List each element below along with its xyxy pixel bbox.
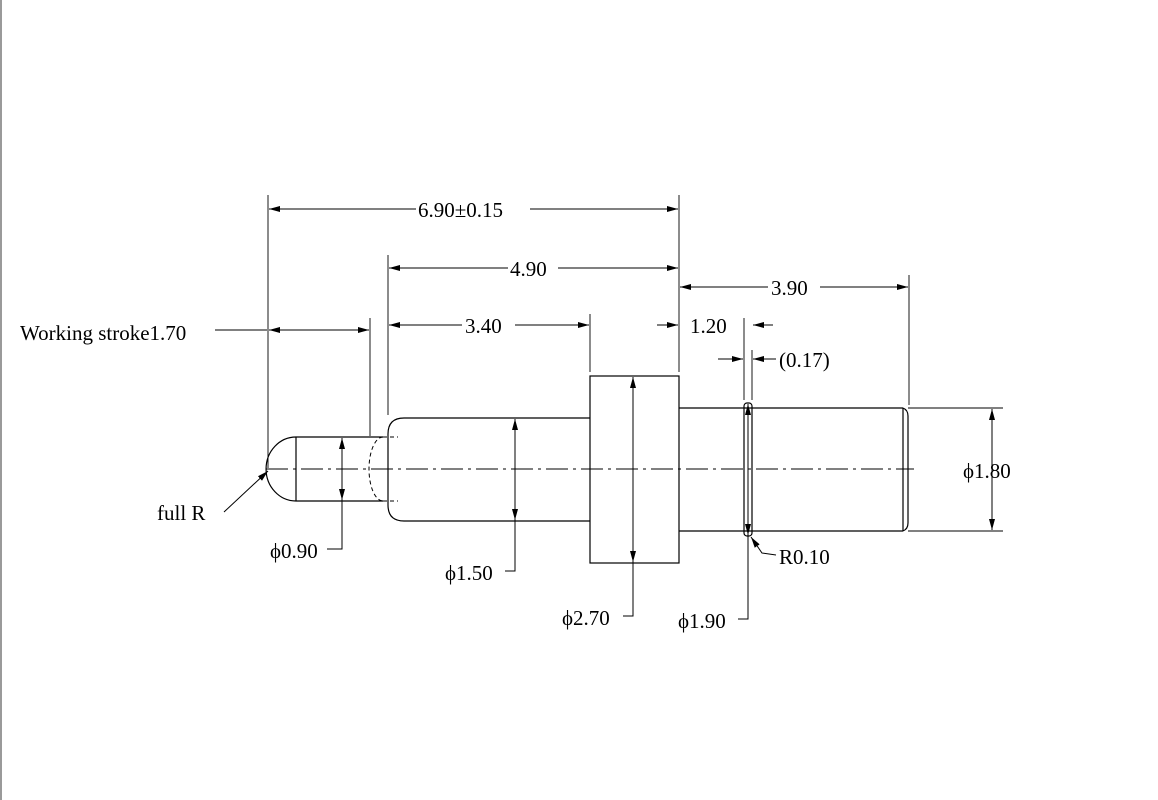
dim-3-90: 3.90: [771, 276, 808, 300]
dimension-lines: [215, 206, 908, 362]
dia-1-50-label: ϕ1.50: [445, 561, 493, 585]
working-stroke-label: Working stroke1.70: [20, 321, 186, 345]
dia-0-90-label: ϕ0.90: [270, 539, 318, 563]
dim-0-17: (0.17): [779, 348, 830, 372]
dia-2-70-label: ϕ2.70: [562, 606, 610, 630]
sheet-border: [0, 0, 2, 800]
dia-1-90-label: ϕ1.90: [678, 609, 726, 633]
dia-1-80-label: ϕ1.80: [963, 459, 1011, 483]
full-r-label: full R: [157, 501, 205, 525]
barrel-section: [387, 417, 590, 522]
collar-section: [589, 375, 680, 564]
radius-0-10-label: R0.10: [779, 545, 830, 569]
hidden-plunger-end: [368, 436, 384, 502]
tail-chamfer: [902, 407, 909, 532]
dim-overall-length: 6.90±0.15: [418, 198, 503, 222]
dim-1-20: 1.20: [690, 314, 727, 338]
dim-3-40: 3.40: [465, 314, 502, 338]
extension-lines: [267, 195, 1003, 532]
dim-4-90: 4.90: [510, 257, 547, 281]
part-outline: [265, 375, 909, 564]
diameter-dimensions: [223, 377, 995, 620]
